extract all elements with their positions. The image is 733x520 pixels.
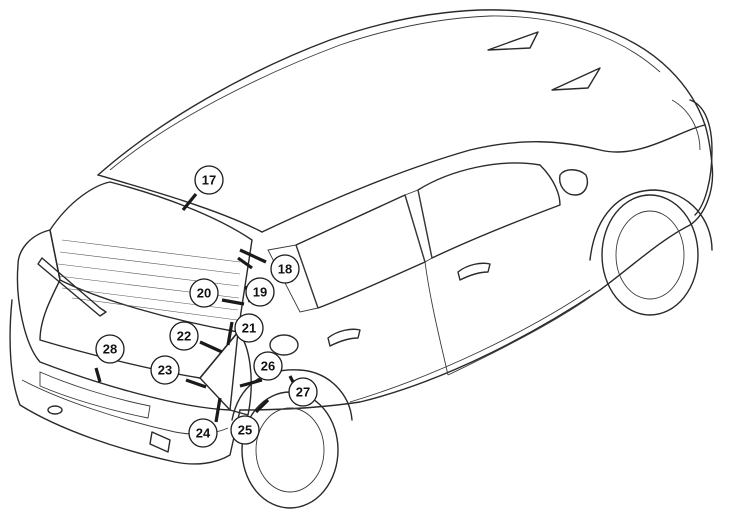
leader-18 (239, 248, 267, 264)
leader-lines (94, 192, 298, 423)
leader-17 (181, 192, 198, 212)
svg-text:23: 23 (158, 363, 172, 378)
car-body (9, 9, 714, 509)
svg-text:17: 17 (202, 173, 216, 188)
front-wheel (589, 189, 713, 316)
callout-22: 22 (169, 321, 199, 351)
roof-vent-front (487, 31, 539, 51)
front-bumper (689, 99, 713, 216)
front-door-window (417, 162, 561, 259)
exhaust-tip (47, 405, 63, 415)
rear-door-window (295, 194, 426, 309)
leader-28 (94, 367, 102, 383)
leader-25 (254, 398, 270, 414)
rear-window-defroster (57, 239, 241, 321)
svg-text:21: 21 (242, 321, 256, 336)
svg-text:27: 27 (296, 385, 310, 400)
svg-text:18: 18 (278, 262, 292, 277)
leader-22 (199, 340, 223, 354)
svg-text:22: 22 (177, 329, 191, 344)
leader-21 (226, 321, 234, 346)
callout-18: 18 (270, 254, 300, 284)
callout-27: 27 (288, 377, 318, 407)
callouts: 17 18 19 20 21 22 23 24 (95, 165, 318, 448)
front-door-handle (457, 262, 491, 281)
leader-24 (214, 397, 222, 423)
callout-24: 24 (188, 418, 218, 448)
rear-wiper (37, 257, 107, 317)
callout-25: 25 (230, 415, 260, 445)
tailgate (16, 229, 239, 411)
svg-text:24: 24 (196, 426, 211, 441)
callout-19: 19 (245, 277, 275, 307)
fuel-flap (269, 334, 299, 356)
svg-text:20: 20 (197, 286, 211, 301)
callout-21: 21 (234, 313, 264, 343)
svg-text:25: 25 (238, 423, 252, 438)
leader-23 (185, 378, 207, 389)
svg-text:19: 19 (253, 285, 267, 300)
rear-reflector (149, 431, 171, 453)
rear-window (49, 181, 253, 333)
callout-28: 28 (95, 334, 125, 364)
license-plate-recess (39, 371, 151, 419)
callout-23: 23 (150, 355, 180, 385)
leader-20 (221, 298, 245, 306)
svg-text:26: 26 (261, 359, 275, 374)
rear-door-handle (327, 328, 361, 347)
callout-20: 20 (189, 278, 219, 308)
headlight (671, 99, 701, 151)
svg-text:28: 28 (103, 342, 117, 357)
leader-26 (239, 378, 263, 388)
rear-bumper (9, 299, 241, 465)
callout-26: 26 (253, 351, 283, 381)
callout-17: 17 (194, 165, 224, 195)
leader-18b (237, 256, 253, 270)
side-mirror (558, 169, 589, 196)
roof-vent-rear (551, 67, 601, 91)
